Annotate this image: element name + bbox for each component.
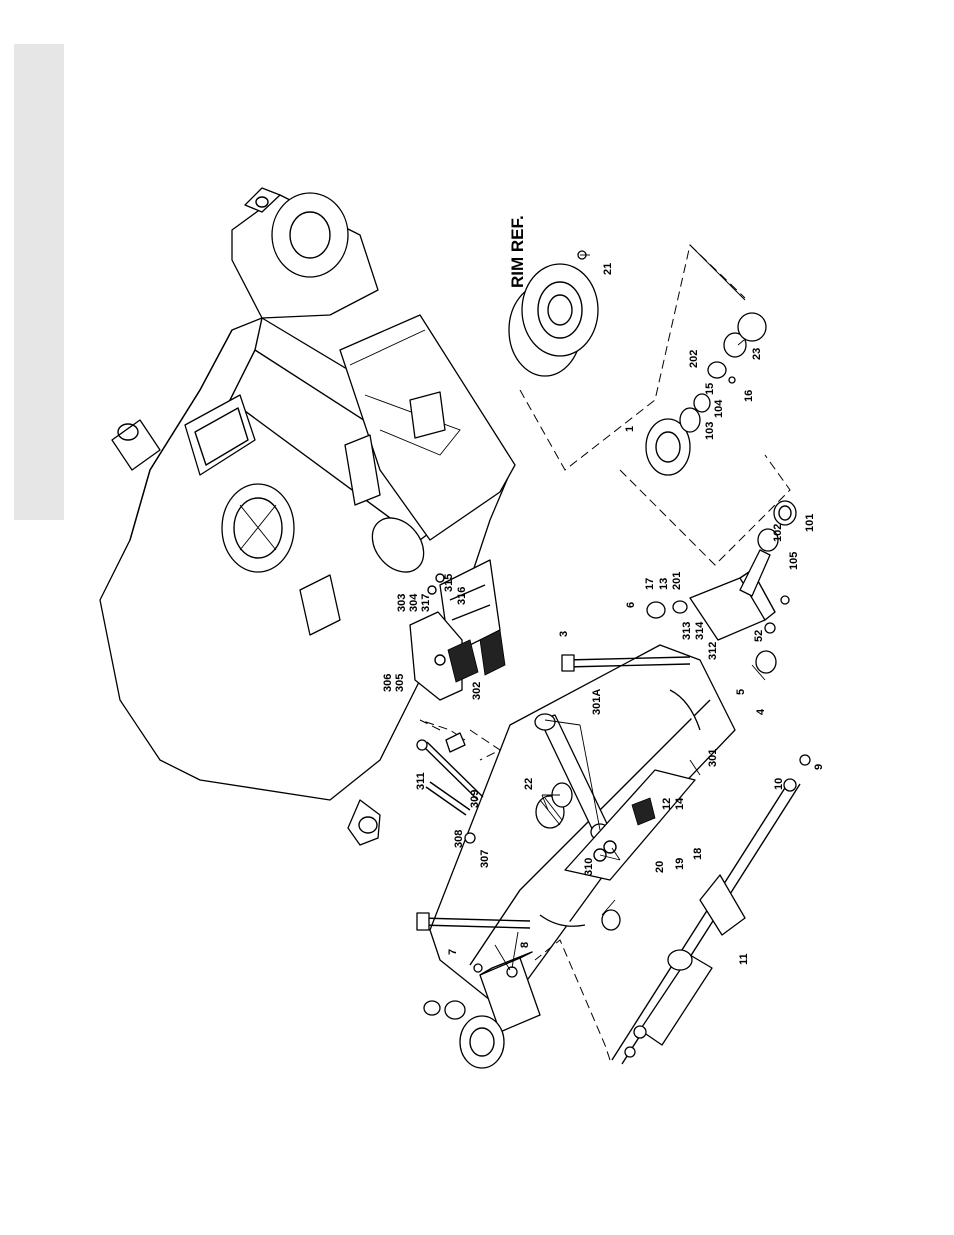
part-label-15: 15: [704, 383, 716, 395]
part-label-311: 311: [415, 772, 427, 790]
part-label-304: 304: [408, 593, 420, 612]
part-label-302: 302: [471, 682, 483, 700]
part-label-202: 202: [688, 350, 700, 368]
right-spindle-assembly: [647, 550, 789, 640]
part-label-305: 305: [394, 674, 406, 692]
part-label-19: 19: [674, 858, 686, 870]
part-label-10: 10: [773, 778, 785, 790]
part-label-1: 1: [624, 426, 636, 432]
part-label-316: 316: [456, 587, 468, 605]
part-label-306: 306: [382, 674, 394, 692]
part-label-8: 8: [519, 942, 531, 948]
part-label-104: 104: [713, 399, 725, 418]
part-label-309: 309: [469, 790, 481, 808]
part-label-21: 21: [602, 263, 614, 275]
part-label-307: 307: [479, 850, 491, 868]
part-label-13: 13: [658, 578, 670, 590]
part-label-14: 14: [674, 797, 686, 810]
part-label-4: 4: [755, 708, 767, 715]
part-label-312: 312: [707, 642, 719, 660]
part-label-308: 308: [453, 830, 465, 848]
part-label-301a: 301A: [591, 689, 603, 715]
part-label-52: 52: [753, 630, 765, 642]
part-label-7: 7: [447, 949, 459, 955]
rim-ref-heading: RIM REF.: [508, 215, 527, 288]
part-label-105: 105: [788, 552, 800, 570]
part-label-314: 314: [694, 621, 706, 640]
part-label-301: 301: [707, 749, 719, 767]
wheel-hub-assembly: [646, 313, 796, 551]
left-spindle-assembly: [424, 952, 540, 1068]
part-label-303: 303: [396, 594, 408, 612]
part-label-9: 9: [813, 764, 825, 770]
part-label-6: 6: [625, 602, 637, 608]
part-label-5: 5: [735, 689, 747, 695]
part-label-3: 3: [558, 631, 570, 637]
part-label-313: 313: [681, 622, 693, 640]
part-label-310: 310: [583, 858, 595, 876]
part-label-315: 315: [443, 574, 455, 592]
part-label-101: 101: [804, 514, 816, 532]
part-label-11: 11: [738, 953, 750, 965]
part-label-18: 18: [692, 848, 704, 860]
part-label-317: 317: [420, 594, 432, 612]
part-label-12: 12: [661, 798, 673, 810]
part-label-20: 20: [654, 861, 666, 873]
part-label-22: 22: [523, 778, 535, 790]
part-label-23: 23: [751, 348, 763, 360]
part-label-103: 103: [704, 422, 716, 440]
part-label-201: 201: [671, 572, 683, 590]
part-label-102: 102: [772, 524, 784, 542]
part-label-16: 16: [743, 390, 755, 402]
part-label-17: 17: [644, 578, 656, 590]
